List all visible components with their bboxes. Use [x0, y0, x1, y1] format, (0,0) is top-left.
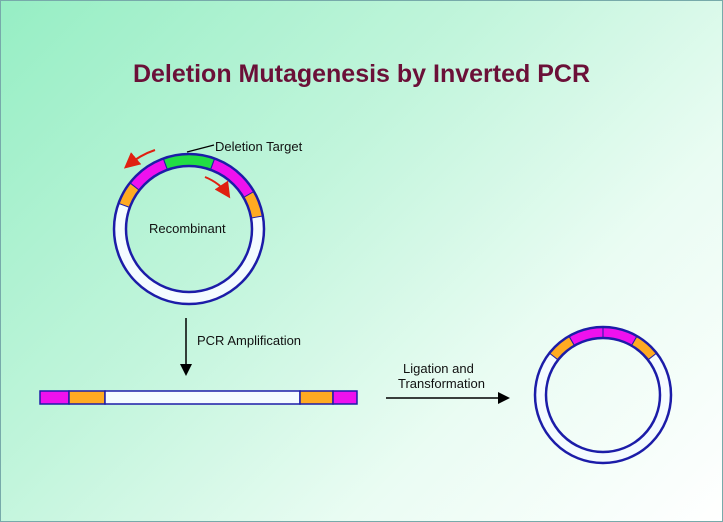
recombinant-label: Recombinant — [149, 221, 226, 236]
inner-ring — [124, 164, 254, 294]
linear-flank-right — [299, 390, 334, 405]
forward-primer-arrow — [204, 176, 231, 199]
linear-flank-left — [68, 390, 106, 405]
inner-ring — [544, 336, 662, 454]
deletion-target-pointer — [186, 144, 215, 153]
linear-pcr-product — [39, 390, 358, 405]
outer-ring — [533, 325, 673, 465]
linear-vector — [104, 390, 301, 405]
outer-ring — [112, 152, 266, 306]
linear-primer-right — [332, 390, 358, 405]
linear-primer-left — [39, 390, 70, 405]
reverse-primer-arrow — [123, 149, 156, 169]
ligation-label-1: Ligation and — [403, 361, 474, 376]
slide-title: Deletion Mutagenesis by Inverted PCR — [132, 60, 591, 88]
deletion-plasmid — [533, 325, 673, 465]
primer-region-right — [209, 157, 255, 199]
ligation-label-2: Transformation — [398, 376, 485, 391]
pcr-label: PCR Amplification — [197, 333, 302, 348]
recombinant-plasmid — [112, 152, 266, 306]
primer-region-left — [129, 157, 169, 191]
deletion-target-label: Deletion Target — [215, 139, 303, 154]
